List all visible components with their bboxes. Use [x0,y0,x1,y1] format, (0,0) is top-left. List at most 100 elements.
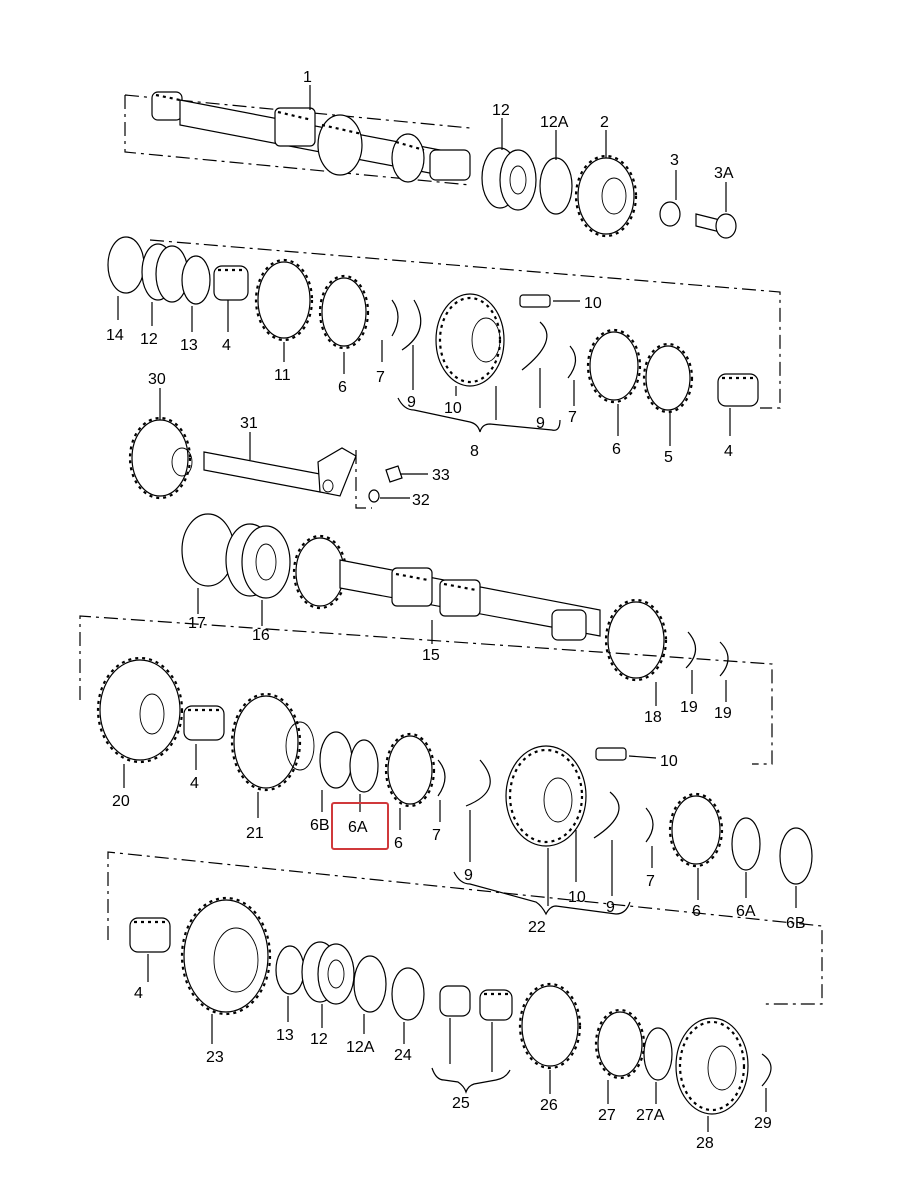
part-13-washer [181,255,211,305]
part-33-bolt [385,465,403,483]
part-4-needle-bearing [213,265,249,301]
part-27-synchro-ring [594,1008,646,1080]
part-labels: 1 12 12A 2 3 3A 14 12 13 4 11 6 7 9 10 1… [106,69,806,1152]
label-9: 9 [536,415,545,432]
label-4: 4 [222,337,231,354]
label-7: 7 [432,827,441,844]
part-19-circlip [719,641,729,677]
label-16: 16 [252,627,270,644]
part-20-gear [96,656,184,764]
label-12: 12 [310,1031,328,1048]
part-29-circlip [761,1053,772,1087]
part-26-gear [518,982,582,1070]
label-6A-highlighted: 6A [348,819,368,836]
label-9: 9 [606,899,615,916]
label-32: 32 [412,492,430,509]
label-30: 30 [148,371,166,388]
label-12A: 12A [346,1039,375,1056]
label-13: 13 [180,337,198,354]
label-4: 4 [134,985,143,1002]
label-12: 12 [140,331,158,348]
part-28-hub [675,1017,749,1115]
part-7-circlip [645,807,654,843]
part-3A-bolt [695,213,737,239]
part-7-circlip [437,759,446,797]
label-3: 3 [670,152,679,169]
part-1-input-shaft [151,91,471,183]
part-10-key [595,747,627,761]
label-9: 9 [464,867,473,884]
label-2: 2 [600,114,609,131]
label-6: 6 [692,903,701,920]
label-4: 4 [724,443,733,460]
label-21: 21 [246,825,264,842]
part-31-shaft [203,447,357,497]
part-14-ring [107,236,145,294]
label-8: 8 [470,443,479,460]
label-22: 22 [528,919,546,936]
part-12-bearing [141,243,189,303]
label-23: 23 [206,1049,224,1066]
group-gear-stack [107,236,781,446]
part-7-circlip [567,345,577,379]
label-15: 15 [422,647,440,664]
part-7-circlip [391,299,399,337]
label-11: 11 [274,367,291,384]
part-22-synchronizer [465,745,620,847]
part-24-washer [391,967,425,1021]
label-5: 5 [664,449,673,466]
label-19: 19 [714,705,732,722]
label-1: 1 [303,69,312,86]
part-32-washer [368,489,380,503]
part-25-bushes [439,985,513,1021]
group-input-shaft [124,85,737,239]
part-17-ring [181,513,235,587]
label-6: 6 [612,441,621,458]
part-4-needle-bearing [129,917,171,953]
label-7: 7 [568,409,577,426]
group-layshaft-stack [79,615,813,916]
part-18-gear [604,598,668,682]
part-6-synchro-ring [668,792,724,868]
group-bottom-stack [107,851,823,1132]
part-12A-ring [539,157,573,215]
label-24: 24 [394,1047,412,1064]
label-29: 29 [754,1115,772,1132]
label-6: 6 [394,835,403,852]
label-13: 13 [276,1027,294,1044]
group-output-shaft [181,513,729,706]
label-28: 28 [696,1135,714,1152]
label-25: 25 [452,1095,470,1112]
part-30-reverse-gear [128,416,193,500]
part-4-needle-bearing [717,373,759,407]
label-10: 10 [660,753,678,770]
label-19: 19 [680,699,698,716]
label-18: 18 [644,709,662,726]
part-11-gear [254,258,314,342]
part-4-needle-bearing [183,705,225,741]
part-10-key [519,294,551,308]
part-16-bearing [225,523,291,599]
label-7: 7 [376,369,385,386]
label-7: 7 [646,873,655,890]
part-5-gear [642,342,694,414]
part-6A-ring [731,817,761,871]
part-27A-ring [643,1027,673,1081]
label-14: 14 [106,327,124,344]
label-31: 31 [240,415,258,432]
label-9: 9 [407,394,416,411]
label-27: 27 [598,1107,616,1124]
label-20: 20 [112,793,130,810]
part-15-output-shaft [292,534,601,641]
part-6A-ring [349,739,379,793]
group-reverse-gear [128,388,428,509]
part-6-synchro-ring [384,732,436,808]
label-33: 33 [432,467,450,484]
label-10: 10 [568,889,586,906]
label-10: 10 [444,400,462,417]
part-19-circlip [685,631,697,669]
part-12A-ring [353,955,387,1013]
label-6B: 6B [310,817,330,834]
